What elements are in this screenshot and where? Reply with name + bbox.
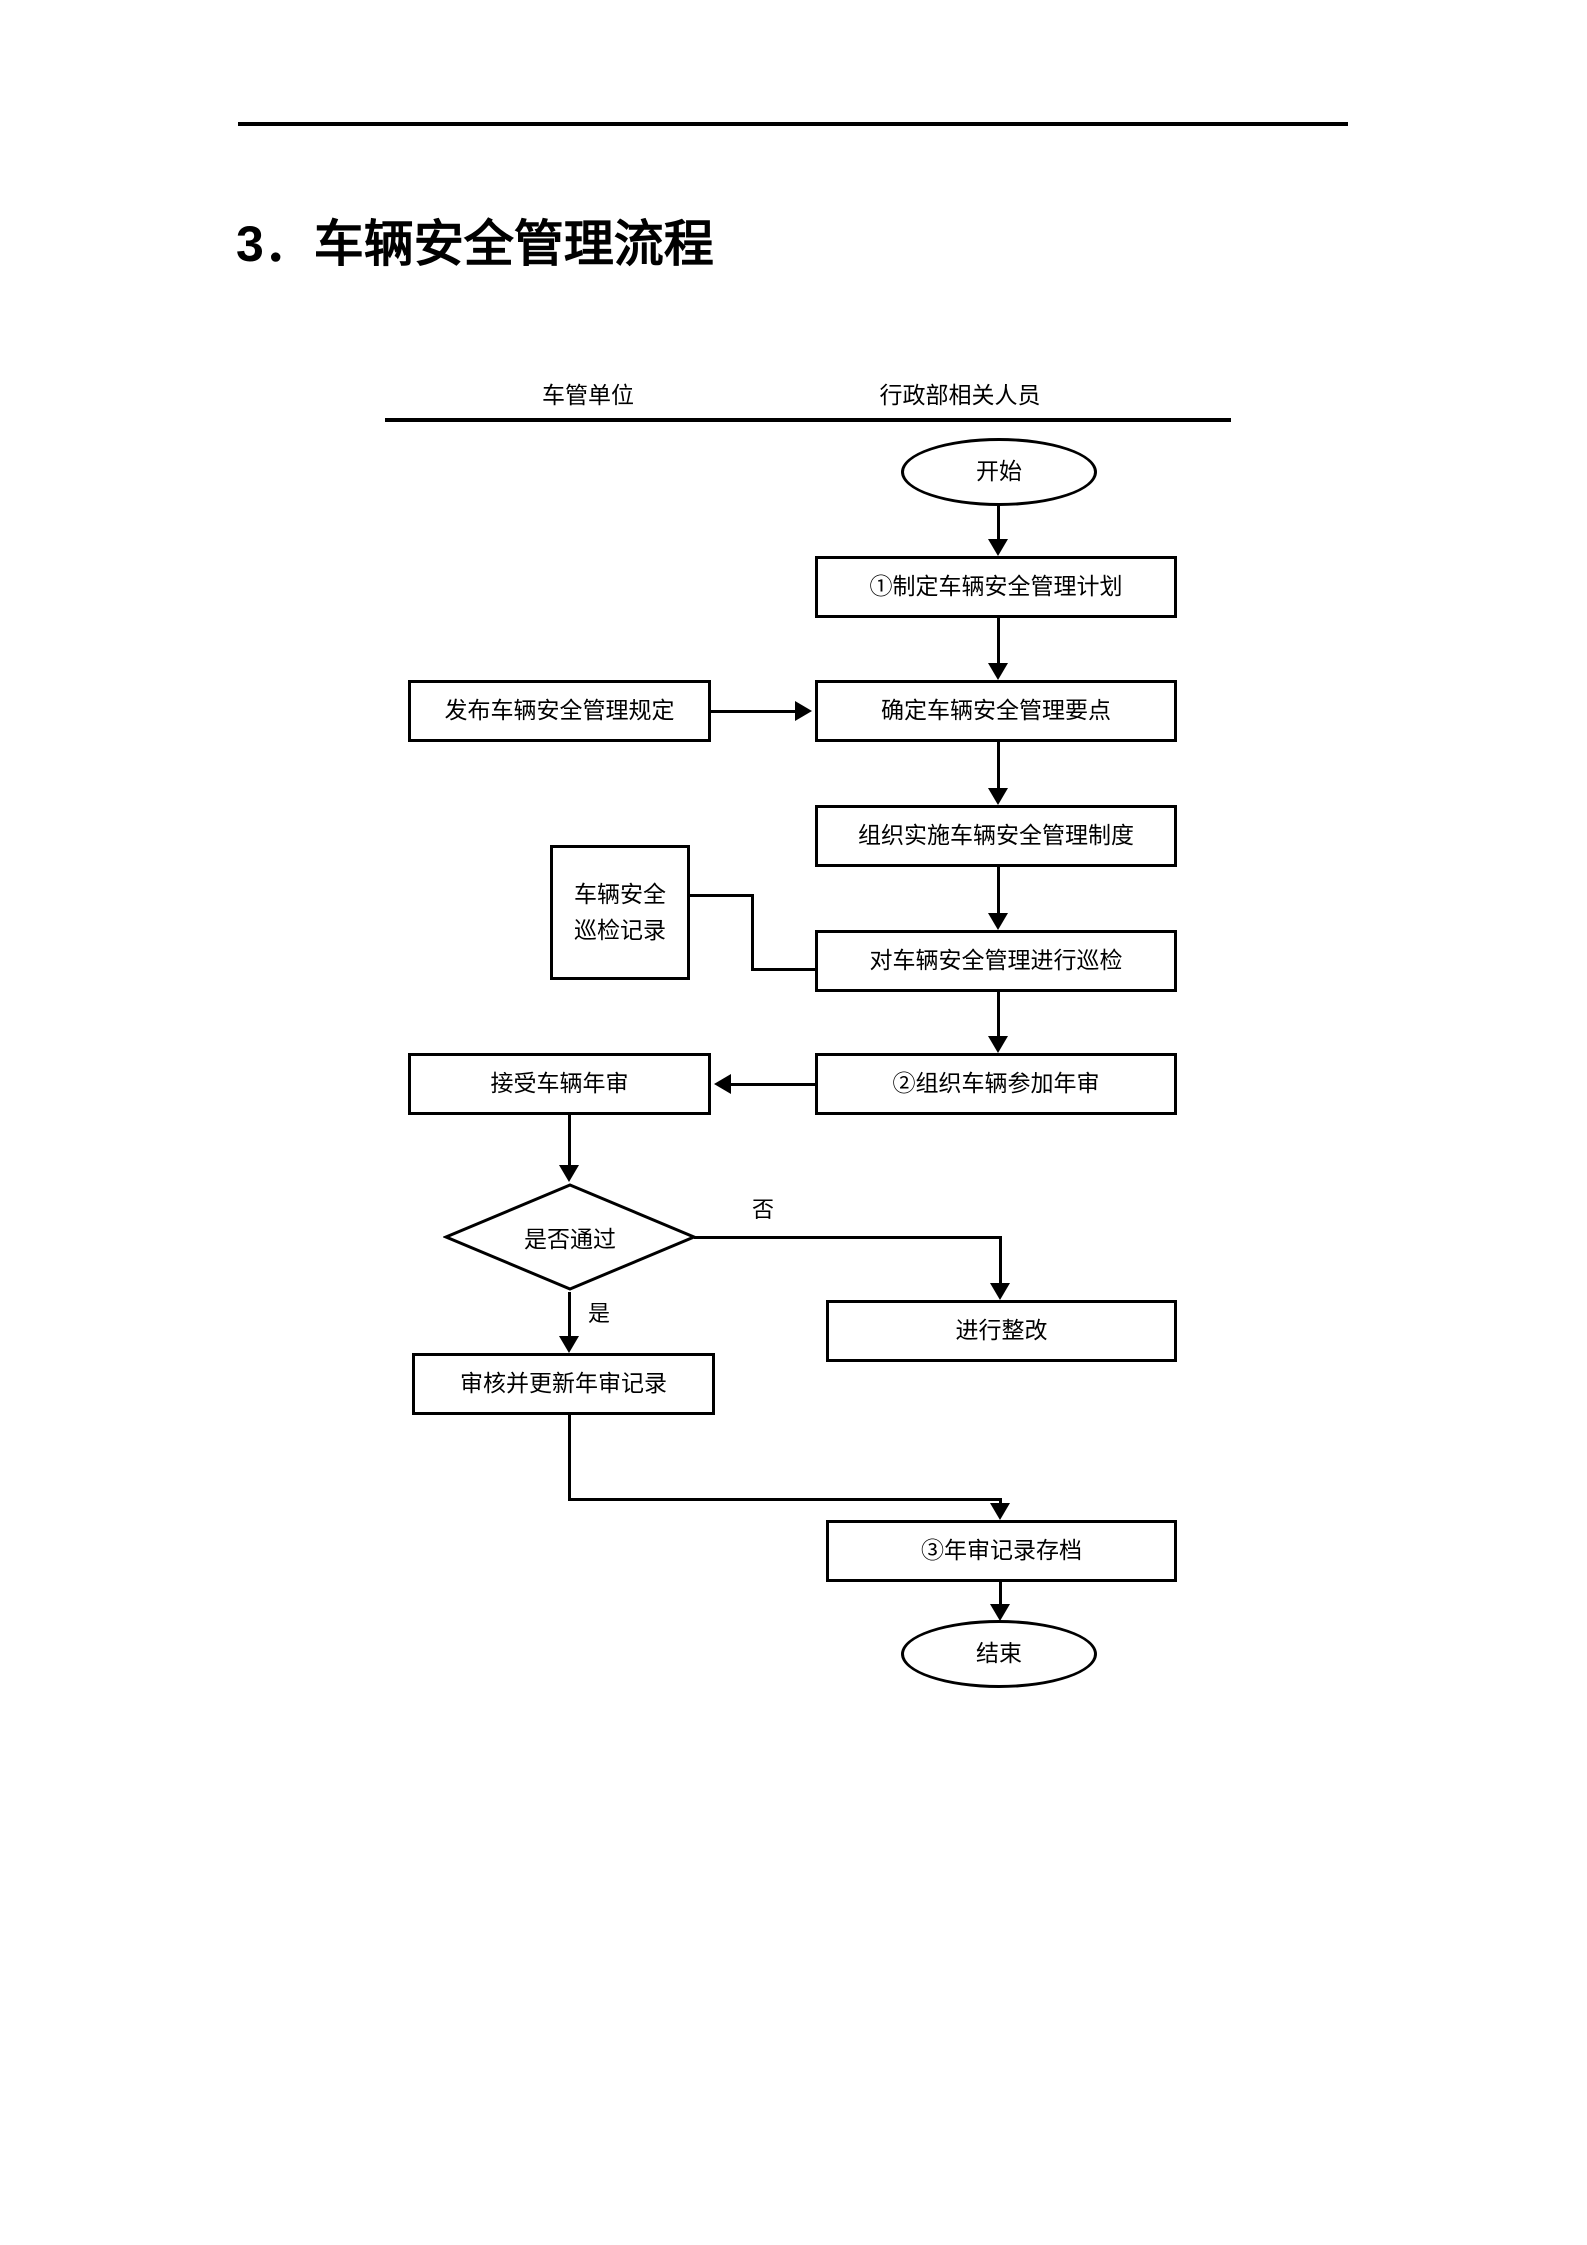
node-start[interactable]: 开始 [901, 438, 1097, 506]
edge-publish-to-keypoints [711, 710, 795, 713]
edge-record-to-inspect-seg2 [751, 894, 754, 971]
edge-start-to-plan-arrow [988, 539, 1008, 556]
edge-implement-to-inspect-arrow [988, 913, 1008, 930]
edge-keypoints-to-implement-arrow [988, 788, 1008, 805]
node-end[interactable]: 结束 [901, 1620, 1097, 1688]
edge-start-to-plan [997, 506, 1000, 539]
node-update-record[interactable]: 审核并更新年审记录 [412, 1353, 715, 1415]
lane-header-admin-staff: 行政部相关人员 [879, 383, 1041, 408]
node-inspection-record[interactable]: 车辆安全 巡检记录 [550, 845, 690, 980]
edge-keypoints-to-implement [997, 742, 1000, 788]
edge-publish-to-keypoints-arrow [795, 701, 812, 721]
edge-organize-to-accept [731, 1083, 815, 1086]
node-carry-out-inspection[interactable]: 对车辆安全管理进行巡检 [815, 930, 1177, 992]
page-title: 3．车辆安全管理流程 [236, 216, 714, 272]
edge-decision-no-arrow [990, 1283, 1010, 1300]
diamond-shape [443, 1183, 697, 1291]
lane-header-vehicle-unit: 车管单位 [542, 383, 634, 408]
decision-label: 是否通过 [524, 1227, 616, 1252]
edge-accept-to-decision-arrow [559, 1165, 579, 1182]
node-define-keypoints[interactable]: 确定车辆安全管理要点 [815, 680, 1177, 742]
node-decision-passed[interactable]: 是否通过 [443, 1182, 697, 1292]
edge-decision-no-seg1 [694, 1236, 1002, 1239]
edge-label-yes: 是 [588, 1301, 611, 1326]
edge-decision-yes [568, 1292, 571, 1336]
header-rule [238, 122, 1348, 126]
edge-record-to-inspect-seg3 [751, 968, 817, 971]
node-accept-annual-review[interactable]: 接受车辆年审 [408, 1053, 711, 1115]
edge-update-to-archive-seg2 [568, 1498, 1002, 1501]
edge-inspect-to-organize-arrow [988, 1036, 1008, 1053]
edge-update-to-archive-seg1 [568, 1415, 571, 1501]
edge-decision-no-seg2 [999, 1236, 1002, 1283]
edge-update-to-archive-arrow [990, 1503, 1010, 1520]
edge-plan-to-keypoints [997, 618, 1000, 663]
edge-decision-yes-arrow [559, 1336, 579, 1353]
edge-update-to-archive-seg3 [999, 1498, 1002, 1503]
node-rectify[interactable]: 进行整改 [826, 1300, 1177, 1362]
edge-record-to-inspect-seg1 [690, 894, 754, 897]
node-archive-record[interactable]: ③年审记录存档 [826, 1520, 1177, 1582]
node-organize-annual-review[interactable]: ②组织车辆参加年审 [815, 1053, 1177, 1115]
lane-divider-rule [385, 418, 1231, 422]
edge-accept-to-decision [568, 1115, 571, 1165]
node-publish-regulations[interactable]: 发布车辆安全管理规定 [408, 680, 711, 742]
edge-organize-to-accept-arrow [714, 1074, 731, 1094]
edge-archive-to-end [999, 1582, 1002, 1604]
edge-inspect-to-organize [997, 992, 1000, 1036]
edge-implement-to-inspect [997, 867, 1000, 913]
node-make-plan[interactable]: ①制定车辆安全管理计划 [815, 556, 1177, 618]
edge-label-no: 否 [752, 1197, 775, 1222]
node-implement-system[interactable]: 组织实施车辆安全管理制度 [815, 805, 1177, 867]
edge-archive-to-end-arrow [990, 1604, 1010, 1621]
edge-plan-to-keypoints-arrow [988, 663, 1008, 680]
